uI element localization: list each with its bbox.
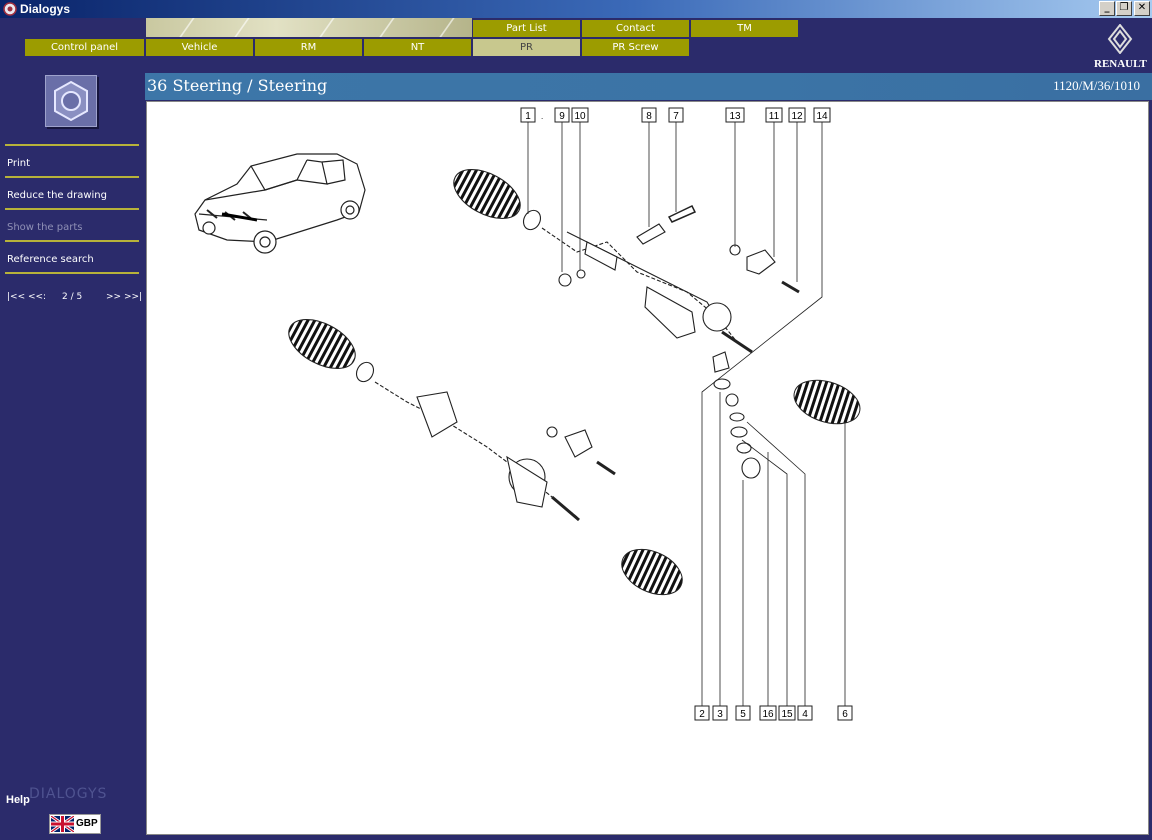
callout-7[interactable]: 7 [668, 107, 684, 123]
callout-1[interactable]: 1 [520, 107, 536, 123]
renault-logo: RENAULT [1094, 23, 1147, 70]
sidebar-item-print[interactable]: Print [7, 158, 31, 169]
header: Part List Contact TM Control panel Vehic… [0, 18, 1152, 73]
tab-vehicle[interactable]: Vehicle [146, 39, 254, 56]
tab-nt[interactable]: NT [364, 39, 472, 56]
callout-label: 6 [842, 709, 848, 720]
callout-label: 16 [762, 709, 774, 720]
minimize-button[interactable]: _ [1099, 1, 1115, 16]
title-bar: Dialogys _ ❐ ✕ [0, 0, 1152, 18]
callout-15[interactable]: 15 [778, 705, 796, 721]
callout-label: 2 [699, 709, 705, 720]
header-decor-strip [146, 18, 472, 37]
callout-label: 15 [781, 709, 793, 720]
renault-diamond-icon [1107, 23, 1133, 55]
pager-page-indicator: 2 / 5 [62, 292, 83, 302]
callout-12[interactable]: 12 [788, 107, 806, 123]
callout-label: 9 [559, 111, 565, 122]
language-selector[interactable]: GBP [49, 814, 101, 834]
steering-diagram: 1 . 9 10 8 7 13 11 12 14 2 3 5 16 15 4 6 [194, 107, 861, 721]
pager-next-last[interactable]: >> >>| [106, 292, 143, 302]
upper-rack-assembly [453, 169, 800, 354]
section-nut-icon [45, 75, 97, 127]
sidebar-item-show-parts[interactable]: Show the parts [7, 222, 83, 233]
steering-boot-right [793, 379, 861, 425]
sidebar-separator [5, 208, 139, 210]
callout-13[interactable]: 13 [725, 107, 745, 123]
callout-6[interactable]: 6 [837, 705, 853, 721]
sidebar-separator [5, 272, 139, 274]
callout-label: 3 [717, 709, 723, 720]
sidebar-separator [5, 176, 139, 178]
callout-9[interactable]: 9 [554, 107, 570, 123]
car-illustration [194, 153, 366, 254]
tab-pr-screw[interactable]: PR Screw [582, 39, 690, 56]
tab-part-list[interactable]: Part List [473, 20, 581, 37]
callout-10[interactable]: 10 [571, 107, 589, 123]
tab-rm[interactable]: RM [255, 39, 363, 56]
sidebar-item-reduce-drawing[interactable]: Reduce the drawing [7, 190, 107, 201]
exploded-parts-drawing[interactable]: 1 . 9 10 8 7 13 11 12 14 2 3 5 16 15 4 6 [146, 101, 1149, 835]
tab-contact[interactable]: Contact [582, 20, 690, 37]
sidebar-item-reference-search[interactable]: Reference search [7, 254, 94, 265]
callouts-bottom: 2 3 5 16 15 4 6 [694, 705, 853, 721]
steering-boot-loose [621, 548, 683, 596]
app-icon [3, 2, 17, 16]
callout-label: 13 [729, 111, 741, 122]
callout-label: 12 [791, 111, 803, 122]
callout-label: 8 [646, 111, 652, 122]
small-parts-stack [712, 351, 761, 479]
sidebar-separator [5, 240, 139, 242]
callout-label: 10 [574, 111, 586, 122]
callout-leaders [527, 122, 846, 707]
close-button[interactable]: ✕ [1134, 1, 1150, 16]
maximize-button[interactable]: ❐ [1116, 1, 1132, 16]
tab-tm[interactable]: TM [691, 20, 799, 37]
page-title: 36 Steering / Steering [147, 76, 328, 95]
callout-16[interactable]: 16 [759, 705, 777, 721]
sidebar-separator [5, 144, 139, 146]
lower-rack-assembly [288, 319, 616, 522]
callout-label: 14 [816, 111, 828, 122]
callout-14[interactable]: 14 [813, 107, 831, 123]
help-link[interactable]: Help [6, 794, 30, 806]
dialogys-watermark: DIALOGYS [29, 786, 108, 802]
callout-8[interactable]: 8 [641, 107, 657, 123]
window-title: Dialogys [20, 2, 71, 16]
callout-label: 11 [769, 111, 780, 122]
callout-dot: . [541, 112, 543, 121]
language-code: GBP [76, 818, 98, 829]
callout-11[interactable]: 11 [765, 107, 783, 123]
callout-label: 4 [802, 709, 808, 720]
callouts-top: 1 . 9 10 8 7 13 11 12 14 [520, 107, 831, 123]
tab-pr[interactable]: PR [473, 39, 581, 56]
page-header: 36 Steering / Steering 1120/M/36/1010 [145, 73, 1152, 100]
sidebar: Print Reduce the drawing Show the parts … [0, 73, 145, 840]
callout-label: 7 [673, 111, 679, 122]
tab-control-panel[interactable]: Control panel [25, 39, 145, 56]
callout-2[interactable]: 2 [694, 705, 710, 721]
pager-first-prev[interactable]: |<< <<: [7, 292, 47, 302]
brand-name: RENAULT [1094, 58, 1147, 70]
uk-flag-icon [51, 816, 74, 832]
callout-label: 1 [525, 111, 531, 122]
drawing-reference: 1120/M/36/1010 [1053, 78, 1140, 93]
callout-5[interactable]: 5 [735, 705, 751, 721]
callout-3[interactable]: 3 [712, 705, 728, 721]
callout-4[interactable]: 4 [797, 705, 813, 721]
callout-label: 5 [740, 709, 746, 720]
